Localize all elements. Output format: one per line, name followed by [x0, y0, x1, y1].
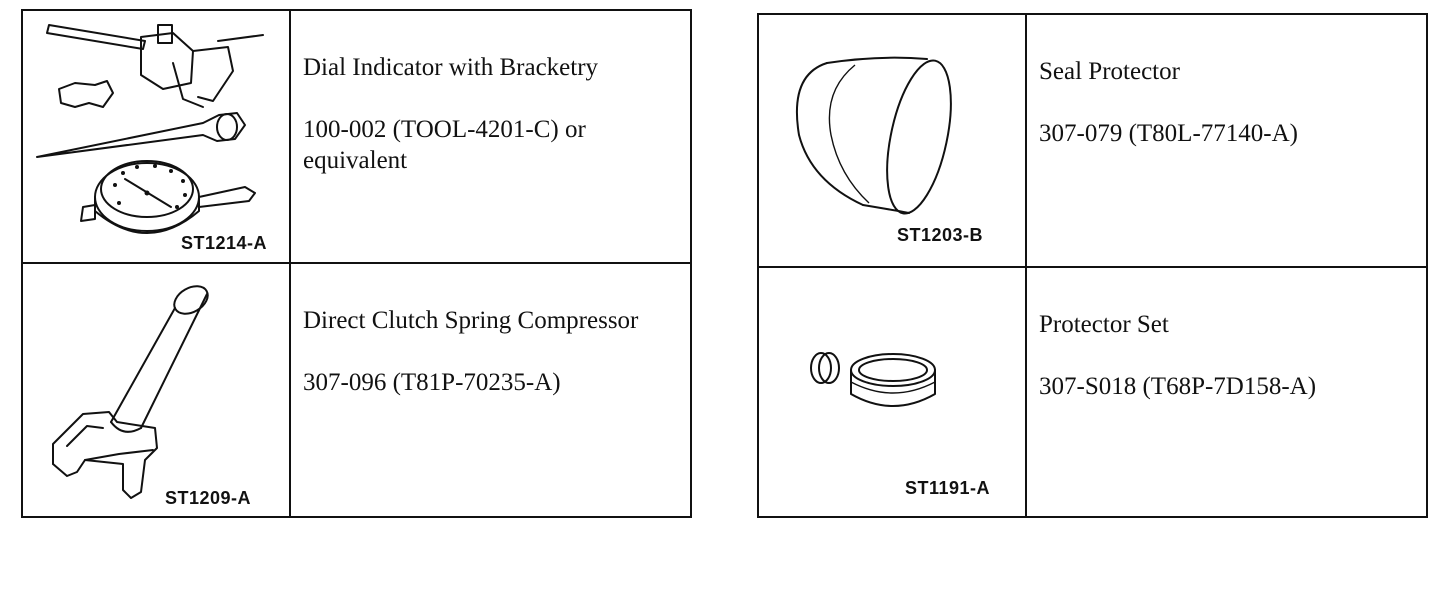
- tool-description-cell: Protector Set 307-S018 (T68P-7D158-A): [1025, 266, 1428, 518]
- protector-set-illustration: ST1191-A: [759, 268, 1025, 516]
- tool-row: ST1191-A Protector Set 307-S018 (T68P-7D…: [757, 266, 1428, 518]
- spring-compressor-illustration: ST1209-A: [23, 264, 289, 516]
- special-tools-table-left: ST1214-A Dial Indicator with Bracketry 1…: [21, 9, 692, 518]
- tool-description-cell: Direct Clutch Spring Compressor 307-096 …: [289, 262, 692, 518]
- tool-description-cell: Seal Protector 307-079 (T80L-77140-A): [1025, 13, 1428, 268]
- tool-description-cell: Dial Indicator with Bracketry 100-002 (T…: [289, 9, 692, 264]
- tool-figure-cell: ST1214-A: [21, 9, 291, 264]
- tool-figure-cell: ST1203-B: [757, 13, 1027, 268]
- seal-protector-illustration: ST1203-B: [759, 15, 1025, 266]
- tool-name: Protector Set: [1039, 311, 1169, 338]
- tool-part-number: 307-079 (T80L-77140-A): [1039, 120, 1298, 147]
- tool-row: ST1203-B Seal Protector 307-079 (T80L-77…: [757, 13, 1428, 268]
- tool-figure-cell: ST1209-A: [21, 262, 291, 518]
- tool-name: Seal Protector: [1039, 58, 1180, 85]
- tool-name: Dial Indicator with Bracketry: [303, 54, 599, 81]
- dial-indicator-with-bracketry-illustration: ST1214-A: [23, 11, 289, 262]
- tool-part-number: 307-S018 (T68P-7D158-A): [1039, 373, 1317, 400]
- figure-id-label: ST1209-A: [165, 488, 252, 508]
- tool-row: ST1214-A Dial Indicator with Bracketry 1…: [21, 9, 692, 264]
- special-tools-table-right: ST1203-B Seal Protector 307-079 (T80L-77…: [757, 13, 1428, 518]
- tool-name: Direct Clutch Spring Compressor: [303, 307, 639, 334]
- tool-row: ST1209-A Direct Clutch Spring Compressor…: [21, 262, 692, 518]
- figure-id-label: ST1191-A: [905, 478, 991, 498]
- tool-part-number: 100-002 (TOOL-4201-C) or equivalent: [303, 116, 586, 174]
- tool-part-number: 307-096 (T81P-70235-A): [303, 369, 561, 396]
- tool-figure-cell: ST1191-A: [757, 266, 1027, 518]
- figure-id-label: ST1203-B: [897, 225, 984, 245]
- figure-id-label: ST1214-A: [181, 233, 268, 253]
